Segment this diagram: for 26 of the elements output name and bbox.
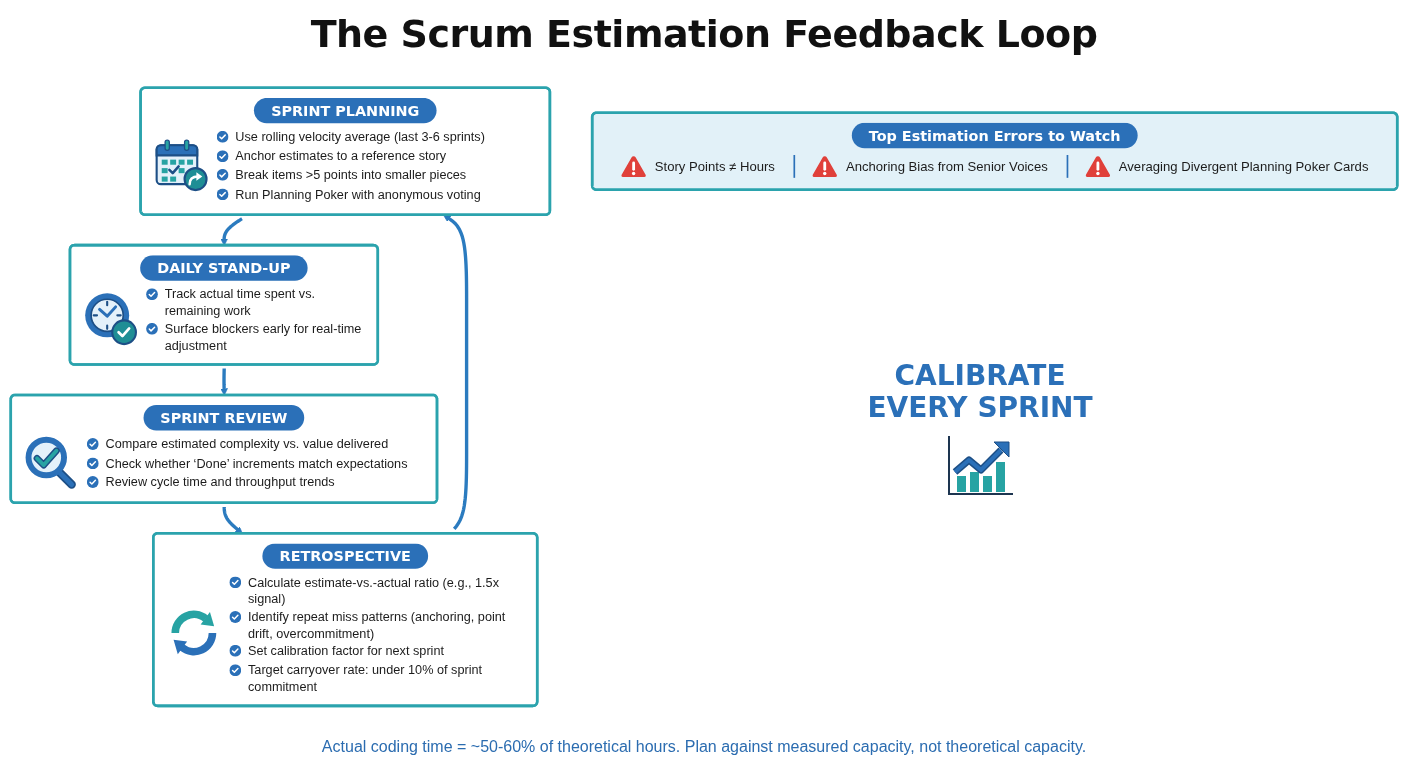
caption-text: Actual coding time = ~50-60% of theoretical hours. Plan against measured capacity, not theoretical capacity. (321, 738, 1087, 756)
arrow (220, 367, 228, 396)
heading-pill: SPRINT REVIEW (143, 405, 305, 431)
list-item-text: Track actual time spent vs. remaining work (164, 286, 317, 321)
list-item-text: Target carryover rate: under 10% of sprint commitment (248, 661, 484, 696)
list-item-text: Surface blockers early for real-time adjustment (164, 320, 363, 355)
warning-text: Anchoring Bias from Senior Voices (845, 158, 1048, 176)
list-item-text: Calculate estimate-vs.-actual ratio (e.g., 1.5x signal) (248, 574, 500, 609)
list-item-text: Review cycle time and throughput trends (105, 473, 336, 491)
list-item-text: Use rolling velocity average (last 3-6 sprints) (235, 128, 486, 146)
diagram-title: The Scrum Estimation Feedback Loop (310, 12, 1098, 56)
list-item-text: Break items >5 points into smaller pieces (235, 166, 468, 184)
list-item-text: Compare estimated complexity vs. value delivered (105, 435, 390, 453)
list-item-text: Anchor estimates to a reference story (235, 147, 448, 165)
list-item-text: Run Planning Poker with anonymous voting (235, 185, 482, 203)
heading-pill: RETROSPECTIVE (262, 543, 428, 570)
warning-text: Averaging Divergent Planning Poker Cards (1118, 158, 1369, 176)
heading-pill: SPRINT PLANNING (254, 98, 437, 124)
list-item-text: Set calibration factor for next sprint (248, 642, 445, 660)
warning-text: Story Points ≠ Hours (654, 158, 775, 176)
heading-pill: DAILY STAND-UP (140, 255, 308, 281)
heading-pill: Top Estimation Errors to Watch (851, 123, 1138, 149)
slogan-text: CALIBRATE EVERY SPRINT (866, 360, 1094, 425)
arrow (443, 215, 469, 531)
list-item-text: Identify repeat miss patterns (anchoring, point drift, overcommitment) (248, 608, 507, 643)
list-item-text: Check whether ‘Done’ increments match expectations (105, 454, 409, 472)
